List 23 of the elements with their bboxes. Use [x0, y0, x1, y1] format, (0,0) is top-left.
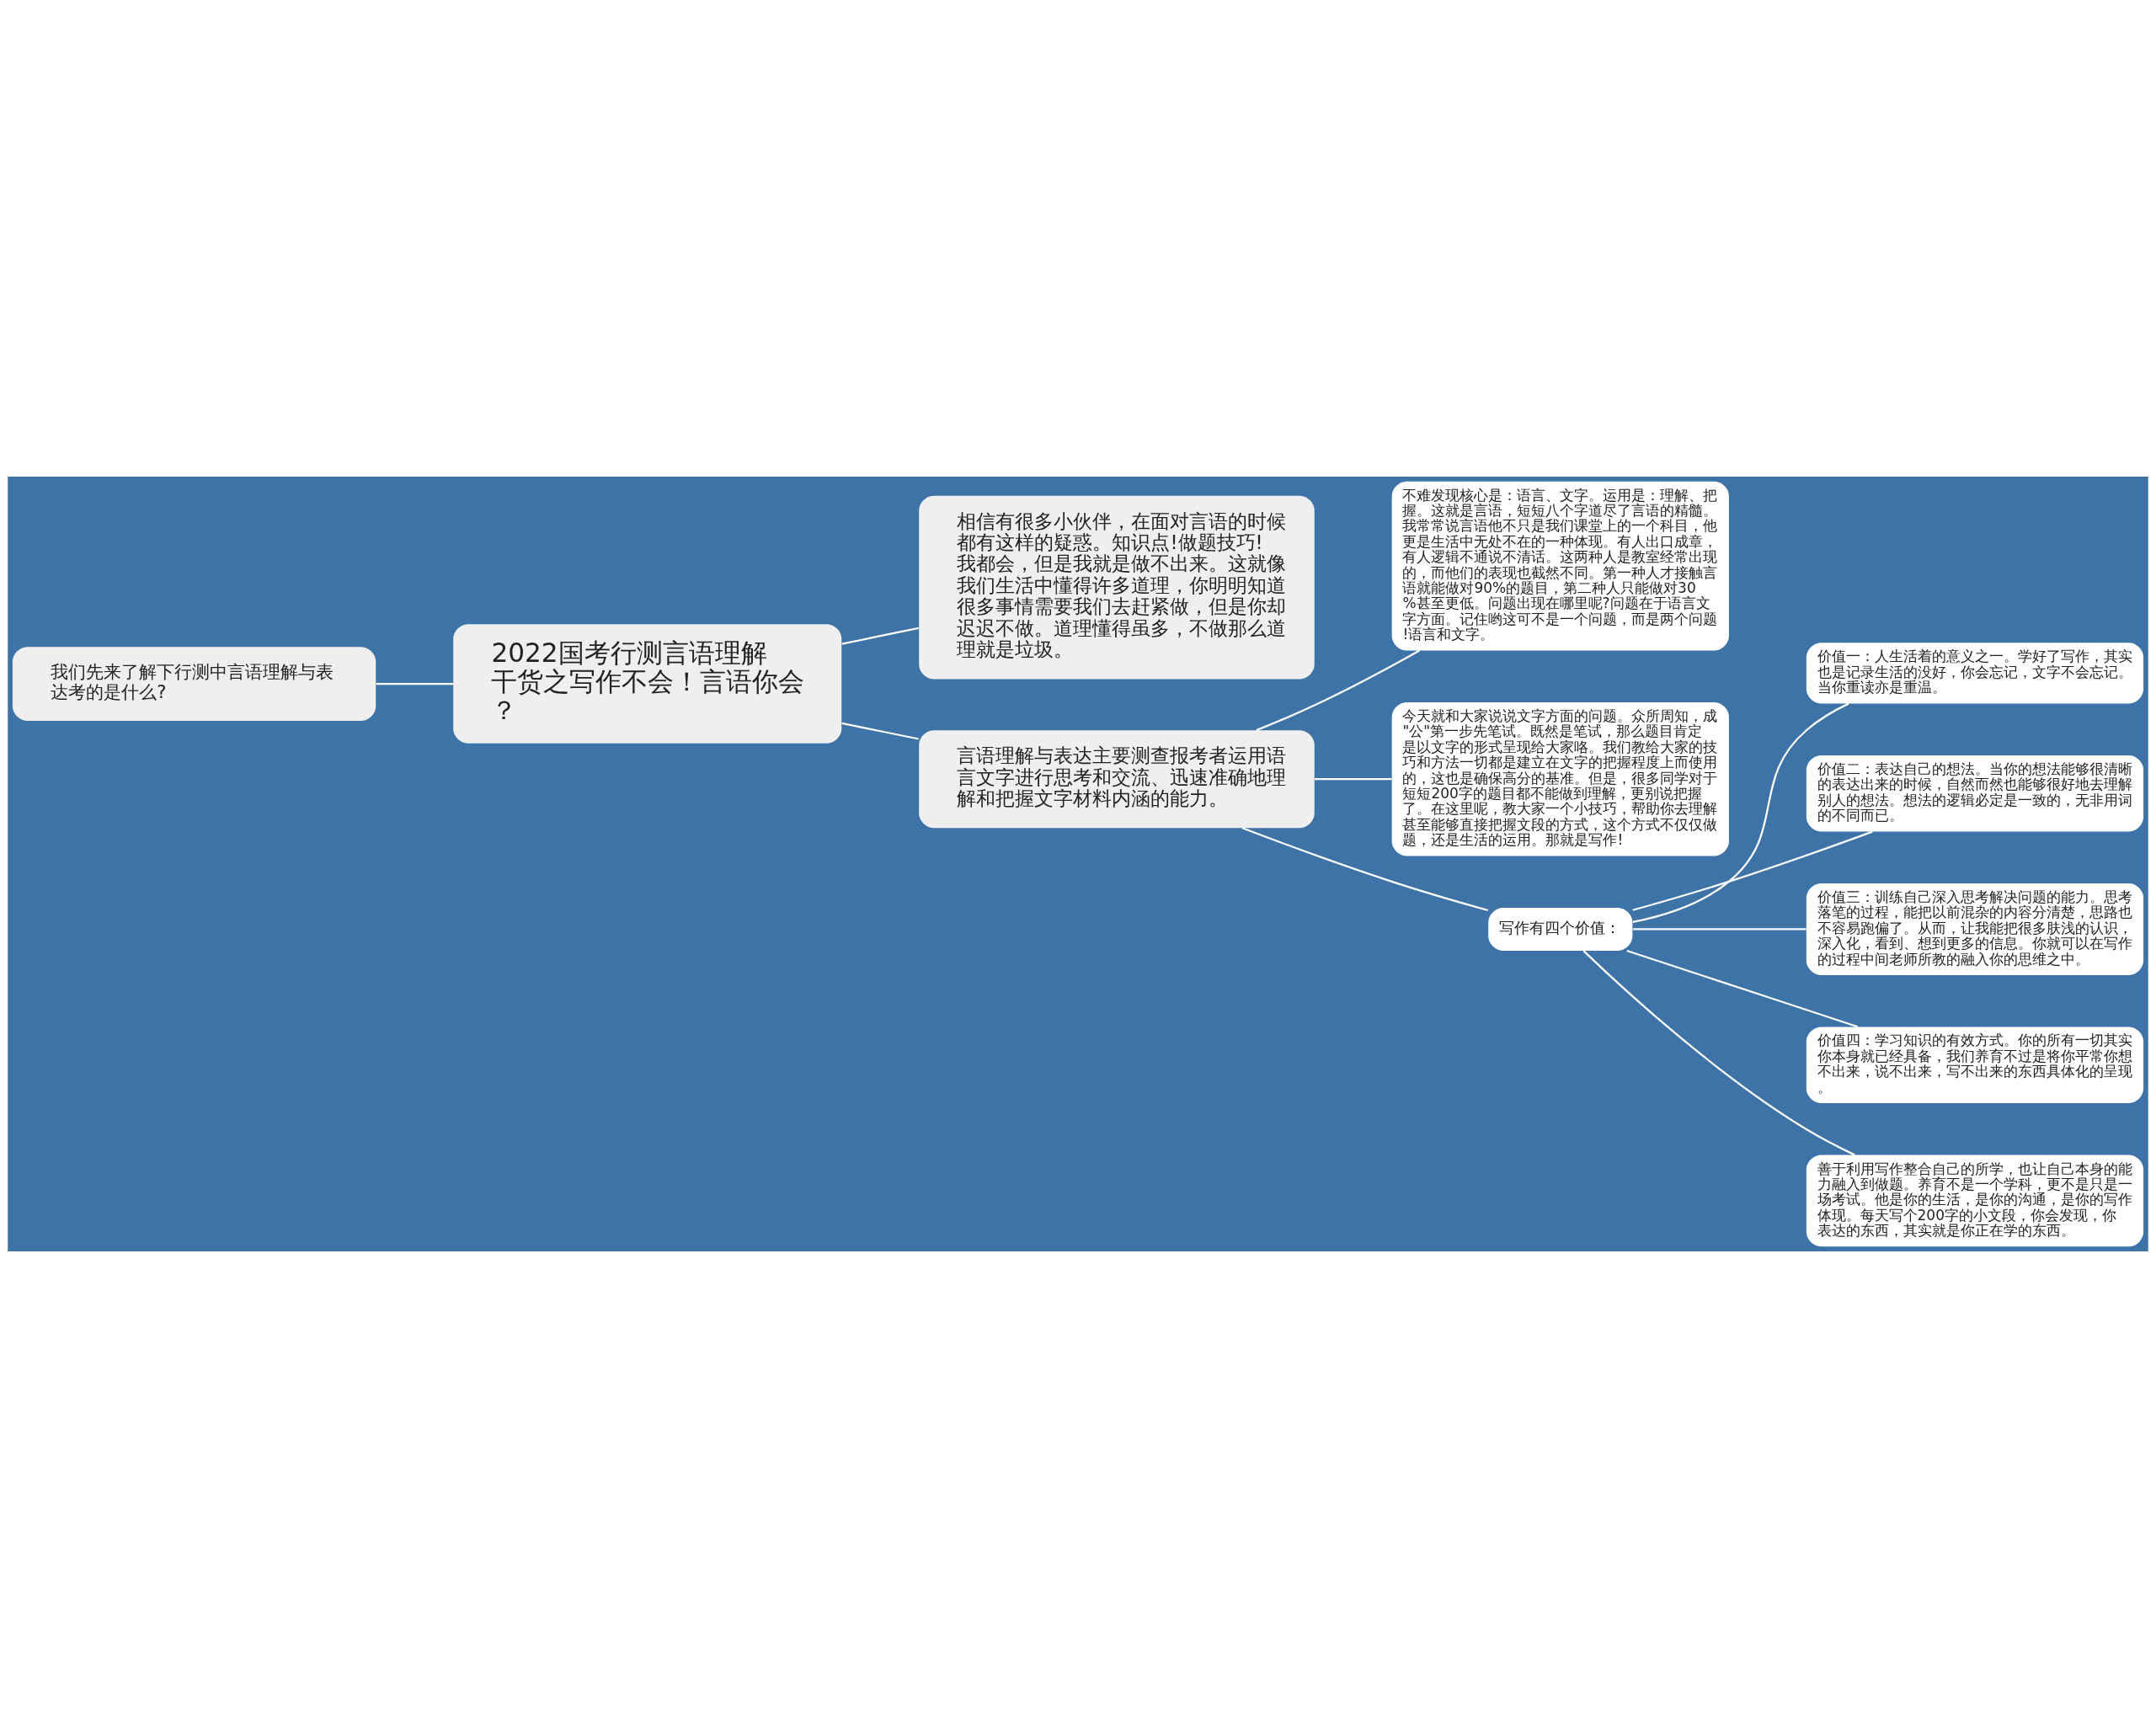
- node-box: 写作有四个价值：: [1488, 908, 1633, 951]
- node-box: 今天就和大家说说文字方面的问题。众所周知，成"公"第一步先笔试。既然是笔试，那么题目肯定是以文字的形式呈现给大家咯。我们教给大家的技巧和方法一切都是建立在文字的把握程度上而使用的，这也是确保高分的基准。但是，很多同学对于短短200字的题目都不能做到理解，更别说把握了。在这里呢，教大家一个小技巧，帮助你去理解甚至能够直接把握文段的方式，这个方式不仅仅做题，还是生活的运用。那就是写作!: [1391, 702, 1729, 856]
- node-box: 不难发现核心是：语言、文字。运用是：理解、把握。这就是言语，短短八个字道尽了言语的精髓。我常常说言语他不只是我们课堂上的一个科目，他更是生活中无处不在的一种体现。有人出口成章，有人逻辑不通说不清话。这两种人是教室经常出现的，而他们的表现也截然不同。第一种人才接触言语就能做对90%的题目，第二种人只能做对30%甚至更低。问题出现在哪里呢?问题在于语言文字方面。记住哟这可不是一个问题，而是两个问题!语言和文字。: [1391, 481, 1729, 651]
- node-box: 2022国考行测言语理解干货之写作不会！言语你会？: [453, 624, 842, 744]
- node-box: 我们先来了解下行测中言语理解与表达考的是什么?: [12, 647, 376, 721]
- node-box: 善于利用写作整合自己的所学，也让自己本身的能力融入到做题。养育不是一个学科，更不是只是一场考试。他是你的生活，是你的沟通，是你的写作体现。每天写个200字的小文段，你会发现，你表达的东西，其实就是你正在学的东西。: [1806, 1155, 2144, 1247]
- node-box: 相信有很多小伙伴，在面对言语的时候都有这样的疑惑。知识点!做题技巧!我都会，但是我就是做不出来。这就像我们生活中懂得许多道理，你明明知道很多事情需要我们去赶紧做，但是你却迟迟不做。道理懂得虽多，不做那么道理就是垃圾。: [919, 495, 1315, 680]
- connector: [1582, 950, 1855, 1156]
- node-box: 言语理解与表达主要测查报考者运用语言文字进行思考和交流、迅速准确地理解和把握文字材料内涵的能力。: [919, 730, 1315, 829]
- node-box: 价值四：学习知识的有效方式。你的所有一切其实你本身就已经具备，我们养育不过是将你平常你想不出来，说不出来，写不出来的东西具体化的呈现。: [1806, 1027, 2144, 1103]
- connector: [1315, 778, 1392, 781]
- connector: [1256, 649, 1421, 732]
- connector: [1632, 928, 1806, 931]
- node-box: 价值三：训练自己深入思考解决问题的能力。思考落笔的过程，能把以前混杂的内容分清楚，思路也不容易跑偏了。从而，让我能把很多肤浅的认识，深入化，看到、想到更多的信息。你就可以在写作的过程中间老师所教的融入你的思维之中。: [1806, 883, 2144, 975]
- connector: [841, 722, 919, 740]
- connector: [1632, 830, 1873, 911]
- connector: [376, 682, 454, 685]
- connector: [841, 627, 919, 645]
- connector: [1632, 702, 1849, 923]
- node-box: 价值二：表达自己的想法。当你的想法能够很清晰的表达出来的时候，自然而然也能够很好地去理解别人的想法。想法的逻辑必定是一致的，无非用词的不同而已。: [1806, 755, 2144, 832]
- connector: [1626, 949, 1859, 1028]
- node-box: 价值一：人生活着的意义之一。学好了写作，其实也是记录生活的没好，你会忘记，文字不会忘记。当你重读亦是重温。: [1806, 643, 2144, 704]
- connector: [1241, 827, 1489, 912]
